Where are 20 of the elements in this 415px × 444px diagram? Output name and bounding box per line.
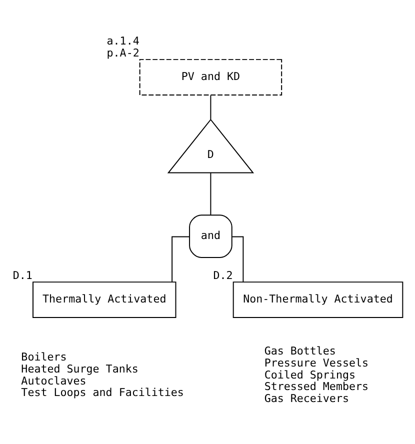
node-box: and [189, 214, 232, 258]
label: Heated Surge Tanks [21, 362, 138, 375]
label: Boilers [21, 350, 67, 364]
node-label: p.A-2 [106, 46, 140, 59]
node-label: D.1 [12, 268, 32, 282]
connector [210, 172, 212, 215]
node-box: PV and KD [139, 58, 282, 95]
node-box: Thermally Activated [32, 281, 176, 318]
label: Stressed Members [264, 380, 369, 393]
label: Test Loops and Facilities [21, 386, 184, 399]
label: Gas Bottles [264, 344, 336, 358]
label: Pressure Vessels [264, 356, 369, 370]
node-label: a.1.4 [106, 34, 140, 48]
connector [172, 236, 190, 282]
node-label: D.2 [213, 268, 233, 282]
label: Gas Receivers [264, 391, 349, 404]
label: Coiled Springs [264, 368, 356, 381]
node-box: Non-Thermally Activated [232, 281, 404, 318]
label: Autoclaves [21, 374, 86, 387]
connector [210, 94, 212, 120]
